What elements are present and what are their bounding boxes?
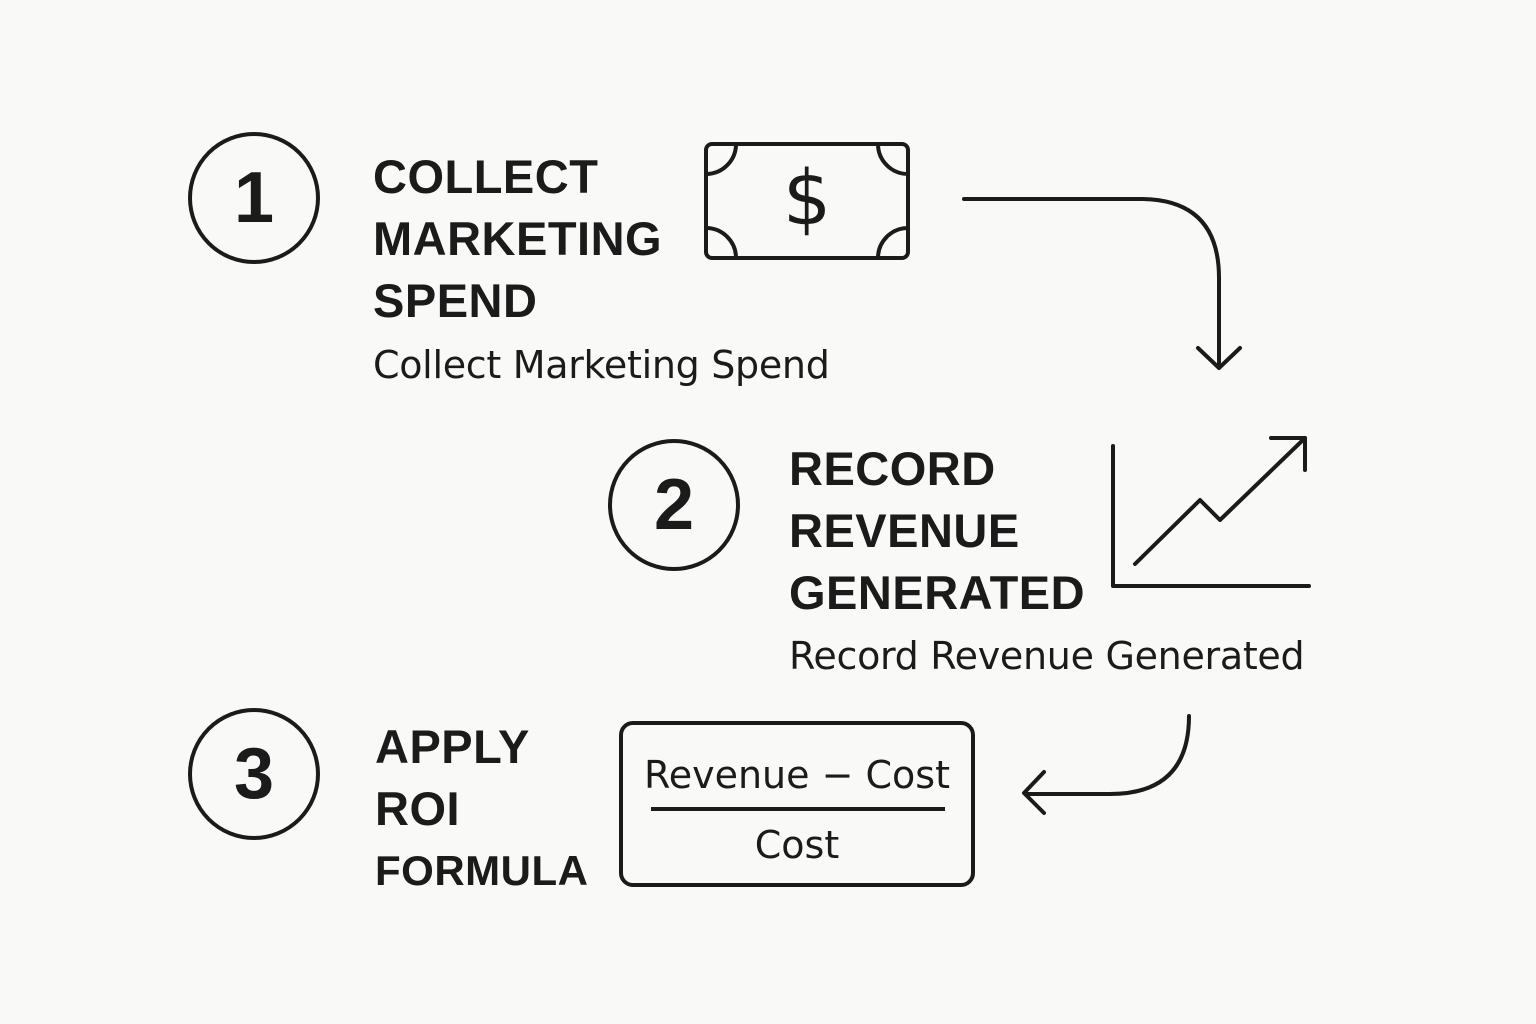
formula-denominator: Cost — [754, 823, 840, 867]
step-2-title: RECORD REVENUE GENERATED — [789, 438, 1085, 624]
step-2-number-badge: 2 — [608, 439, 740, 571]
step-1-number: 1 — [233, 158, 275, 238]
step-1-title-line-1: COLLECT — [373, 150, 599, 203]
step-1-title-line-3: SPEND — [373, 274, 538, 327]
fraction-bar — [651, 807, 945, 811]
step-1-number-badge: 1 — [188, 132, 320, 264]
step-3-title-line-2: ROI — [375, 782, 461, 835]
step-3-title: APPLY ROI FORMULA — [375, 716, 588, 902]
roi-formula-box: Revenue − Cost Cost — [619, 721, 975, 887]
step-2-title-line-1: RECORD — [789, 442, 996, 495]
step-2-title-line-2: REVENUE — [789, 504, 1020, 557]
step-3-title-line-3: FORMULA — [375, 847, 589, 894]
step-2-title-line-3: GENERATED — [789, 566, 1086, 619]
step-3-title-line-1: APPLY — [375, 720, 530, 773]
dollar-bill-icon: $ — [704, 142, 910, 260]
formula-numerator: Revenue − Cost — [644, 753, 950, 797]
step-3-number-badge: 3 — [188, 708, 320, 840]
step-1-title-line-2: MARKETING — [373, 212, 663, 265]
step-1-title: COLLECT MARKETING SPEND — [373, 146, 662, 332]
dollar-symbol: $ — [782, 153, 832, 242]
step-2-number: 2 — [653, 465, 695, 545]
step-2-subtitle: Record Revenue Generated — [789, 634, 1305, 678]
dollar-bill-outline — [704, 142, 910, 260]
step-1-subtitle: Collect Marketing Spend — [373, 343, 830, 387]
step-3-number: 3 — [233, 734, 275, 814]
